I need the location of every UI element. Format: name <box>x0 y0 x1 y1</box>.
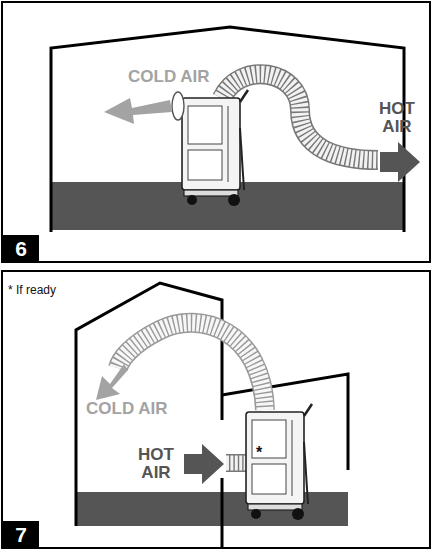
airflow-label: HOT AIR <box>372 100 422 136</box>
note-text: * If ready <box>8 284 56 297</box>
airflow-label: COLD AIR <box>128 68 210 86</box>
airflow-label: COLD AIR <box>86 400 168 418</box>
airflow-label: HOT AIR <box>131 446 181 482</box>
panel-number: 7 <box>3 521 39 548</box>
panel-number: 6 <box>3 235 39 262</box>
asterisk-mark: * <box>256 445 262 462</box>
